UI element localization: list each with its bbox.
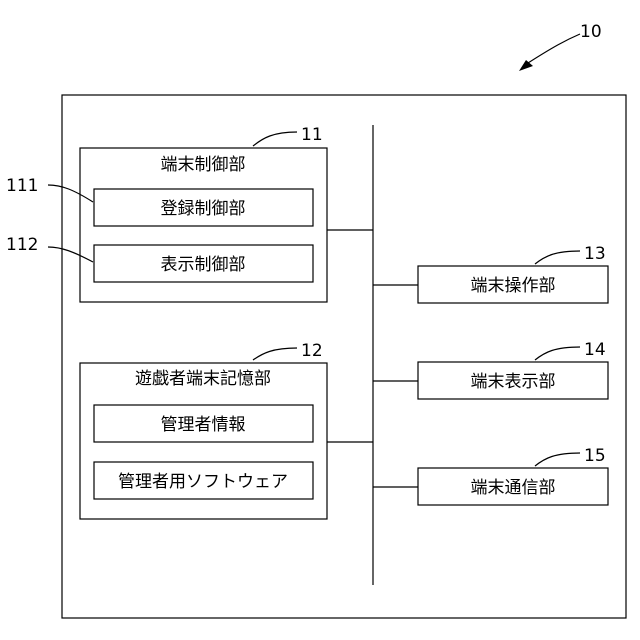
operation-label: 端末操作部 — [471, 276, 556, 296]
ref-111: 111 — [6, 176, 38, 196]
ref-10-leader — [528, 34, 580, 63]
terminal-controller-label: 端末制御部 — [161, 155, 246, 175]
ref-13: 13 — [584, 244, 606, 264]
registration-controller-label: 登録制御部 — [161, 199, 246, 219]
ref-10: 10 — [580, 22, 602, 42]
communication-label: 端末通信部 — [471, 478, 556, 498]
storage-label: 遊戯者端末記憶部 — [135, 369, 271, 389]
display-controller-label: 表示制御部 — [161, 255, 246, 275]
display-label: 端末表示部 — [471, 372, 556, 392]
ref-11: 11 — [301, 125, 323, 145]
ref-112: 112 — [6, 235, 38, 255]
ref-14: 14 — [584, 340, 606, 360]
admin-software-label: 管理者用ソフトウェア — [118, 472, 288, 492]
ref-15: 15 — [584, 446, 606, 466]
admin-info-label: 管理者情報 — [161, 415, 246, 435]
ref-12: 12 — [301, 341, 323, 361]
